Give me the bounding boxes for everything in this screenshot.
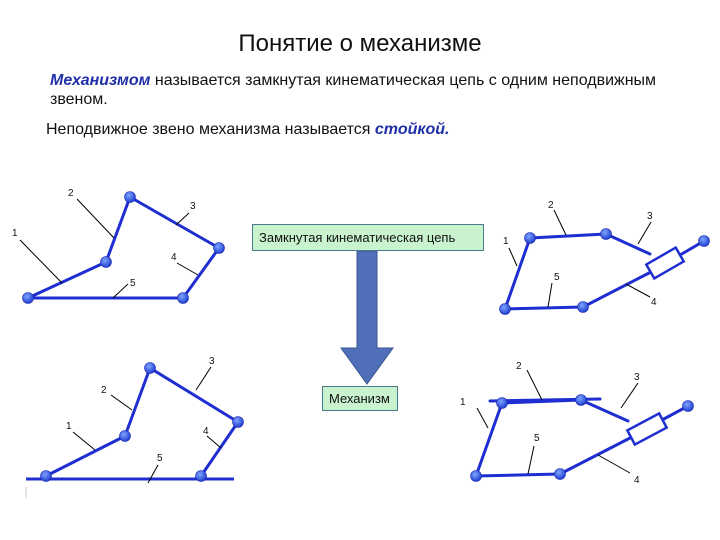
link-2 bbox=[500, 398, 583, 405]
link-2 bbox=[104, 195, 132, 264]
diagram-chain-top-right: 1 2 3 4 5 bbox=[499, 200, 710, 315]
joint bbox=[577, 301, 589, 313]
joint bbox=[524, 232, 536, 244]
link-label: 1 bbox=[460, 397, 466, 408]
joint bbox=[177, 292, 189, 304]
link-label: 5 bbox=[130, 278, 136, 289]
joint bbox=[100, 256, 112, 268]
link-1 bbox=[503, 236, 532, 311]
link-2 bbox=[123, 366, 152, 438]
joint bbox=[496, 397, 508, 409]
joint bbox=[213, 242, 225, 254]
joint bbox=[119, 430, 131, 442]
fixed-link-term: стойкой. bbox=[374, 121, 450, 138]
slider-block bbox=[625, 411, 669, 447]
link-2 bbox=[528, 232, 608, 240]
link-3 bbox=[148, 366, 240, 424]
link-label: 4 bbox=[171, 252, 177, 263]
link-label: 1 bbox=[66, 421, 72, 432]
joint bbox=[22, 292, 34, 304]
joint bbox=[195, 470, 207, 482]
link-4 bbox=[558, 436, 632, 476]
link-label: 3 bbox=[634, 372, 640, 383]
definition-term: Механизмом bbox=[50, 72, 151, 89]
link-4 bbox=[581, 270, 653, 309]
joint bbox=[40, 470, 52, 482]
closed-chain-box: Замкнутая кинематическая цепь bbox=[252, 224, 484, 251]
diagram-chain-top-left: 1 2 3 4 5 bbox=[12, 188, 225, 304]
link-label: 4 bbox=[651, 297, 657, 308]
diagram-mechanism-bottom-right: 1 2 3 4 5 bbox=[460, 361, 694, 486]
link-5 bbox=[474, 472, 562, 478]
link-label: 5 bbox=[554, 272, 560, 283]
link-label: 1 bbox=[503, 236, 509, 247]
joint bbox=[232, 416, 244, 428]
joint bbox=[470, 470, 482, 482]
joint bbox=[682, 400, 694, 412]
link-label: 4 bbox=[203, 426, 209, 437]
link-1 bbox=[26, 260, 108, 300]
joint bbox=[698, 235, 710, 247]
joint bbox=[499, 303, 511, 315]
joint bbox=[144, 362, 156, 374]
slider-block bbox=[644, 245, 686, 281]
link-1 bbox=[44, 434, 127, 478]
link-4 bbox=[181, 246, 221, 300]
link-label: 1 bbox=[12, 228, 18, 239]
link-label: 2 bbox=[68, 188, 74, 199]
joint bbox=[554, 468, 566, 480]
fixed-link-body: Неподвижное звено механизма называется bbox=[46, 121, 375, 138]
mechanism-box: Механизм bbox=[322, 386, 398, 411]
link-3 bbox=[579, 398, 630, 423]
joint bbox=[600, 228, 612, 240]
link-label: 3 bbox=[190, 201, 196, 212]
link-label: 2 bbox=[548, 200, 554, 211]
definition-text: Механизмом называется замкнутая кинемати… bbox=[50, 71, 690, 109]
link-3 bbox=[604, 232, 652, 256]
link-label: 3 bbox=[647, 211, 653, 222]
link-label: 2 bbox=[101, 385, 107, 396]
slide-title: Понятие о механизме bbox=[238, 30, 482, 57]
link-label: 5 bbox=[157, 453, 163, 464]
link-5 bbox=[503, 305, 585, 311]
link-3 bbox=[128, 195, 221, 250]
definition-body: называется замкнутая кинематическая цепь… bbox=[50, 72, 657, 108]
link-label: 4 bbox=[634, 475, 640, 486]
joint bbox=[124, 191, 136, 203]
link-label: 2 bbox=[516, 361, 522, 372]
link-1 bbox=[474, 401, 504, 478]
fixed-link-text: Неподвижное звено механизма называется с… bbox=[46, 121, 686, 139]
joint bbox=[575, 394, 587, 406]
down-arrow bbox=[340, 250, 394, 385]
link-label: 5 bbox=[534, 433, 540, 444]
diagram-mechanism-bottom-left: 1 2 3 4 5 bbox=[26, 356, 244, 484]
link-label: 3 bbox=[209, 356, 215, 367]
link-4 bbox=[199, 420, 240, 478]
